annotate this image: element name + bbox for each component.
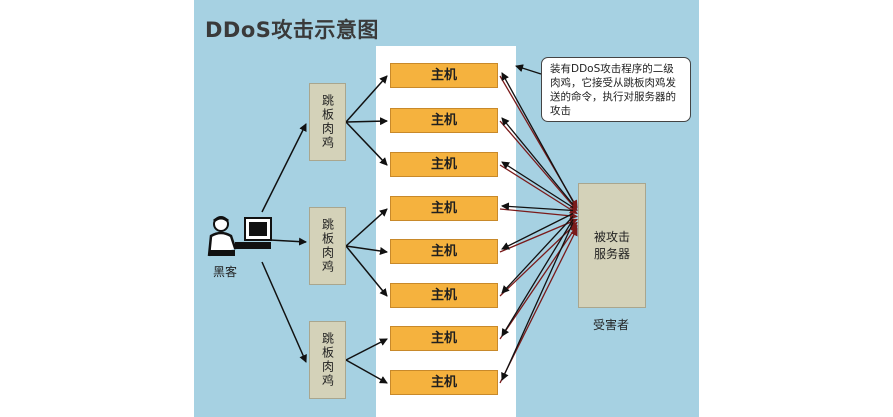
response-arrow <box>501 222 574 381</box>
response-arrow <box>501 117 574 205</box>
server-label-line1: 被攻击 <box>593 229 630 244</box>
target-server: 被攻击 服务器 <box>578 183 646 308</box>
relay-label: 跳板肉鸡 <box>320 94 335 150</box>
host-node: 主机 <box>390 196 498 221</box>
hosts-column <box>376 46 516 417</box>
command-arrow <box>345 338 388 361</box>
command-arrow <box>261 261 307 363</box>
host-node: 主机 <box>390 283 498 308</box>
host-node: 主机 <box>390 239 498 264</box>
hacker-icon <box>207 216 272 257</box>
relay-node: 跳板肉鸡 <box>309 207 346 285</box>
diagram-title: DDoS攻击示意图 <box>205 18 379 42</box>
attack-arrow <box>499 224 578 340</box>
attack-arrow <box>499 120 578 212</box>
relay-label: 跳板肉鸡 <box>320 218 335 274</box>
response-arrow <box>501 202 574 212</box>
command-arrow <box>269 237 307 246</box>
response-arrow <box>501 161 574 209</box>
host-node: 主机 <box>390 152 498 177</box>
host-node: 主机 <box>390 370 498 395</box>
attack-arrow <box>499 164 578 215</box>
relay-node: 跳板肉鸡 <box>309 83 346 161</box>
command-arrow <box>345 208 388 247</box>
hacker-label: 黑客 <box>213 265 238 279</box>
host-node: 主机 <box>390 63 498 88</box>
attack-arrow <box>499 208 578 220</box>
response-arrow <box>501 212 574 250</box>
host-node: 主机 <box>390 108 498 133</box>
command-arrow <box>345 75 388 123</box>
attack-arrow <box>499 221 578 297</box>
response-arrow <box>501 72 574 202</box>
command-arrow <box>345 117 388 126</box>
callout-pointer <box>515 64 542 75</box>
command-arrow <box>345 359 388 384</box>
relay-label: 跳板肉鸡 <box>320 332 335 388</box>
command-arrow <box>261 123 307 213</box>
relay-node: 跳板肉鸡 <box>309 321 346 399</box>
command-arrow <box>345 121 388 166</box>
attack-arrow <box>499 218 578 253</box>
server-label-line2: 服务器 <box>593 246 630 261</box>
host-node: 主机 <box>390 326 498 351</box>
victim-label: 受害者 <box>593 318 630 332</box>
command-arrow <box>345 245 388 297</box>
callout-box: 装有DDoS攻击程序的二级肉鸡，它接受从跳板肉鸡发送的命令，执行对服务器的攻击 <box>541 57 691 122</box>
response-arrow <box>501 219 574 337</box>
command-arrow <box>345 245 388 255</box>
response-arrow <box>501 216 574 294</box>
